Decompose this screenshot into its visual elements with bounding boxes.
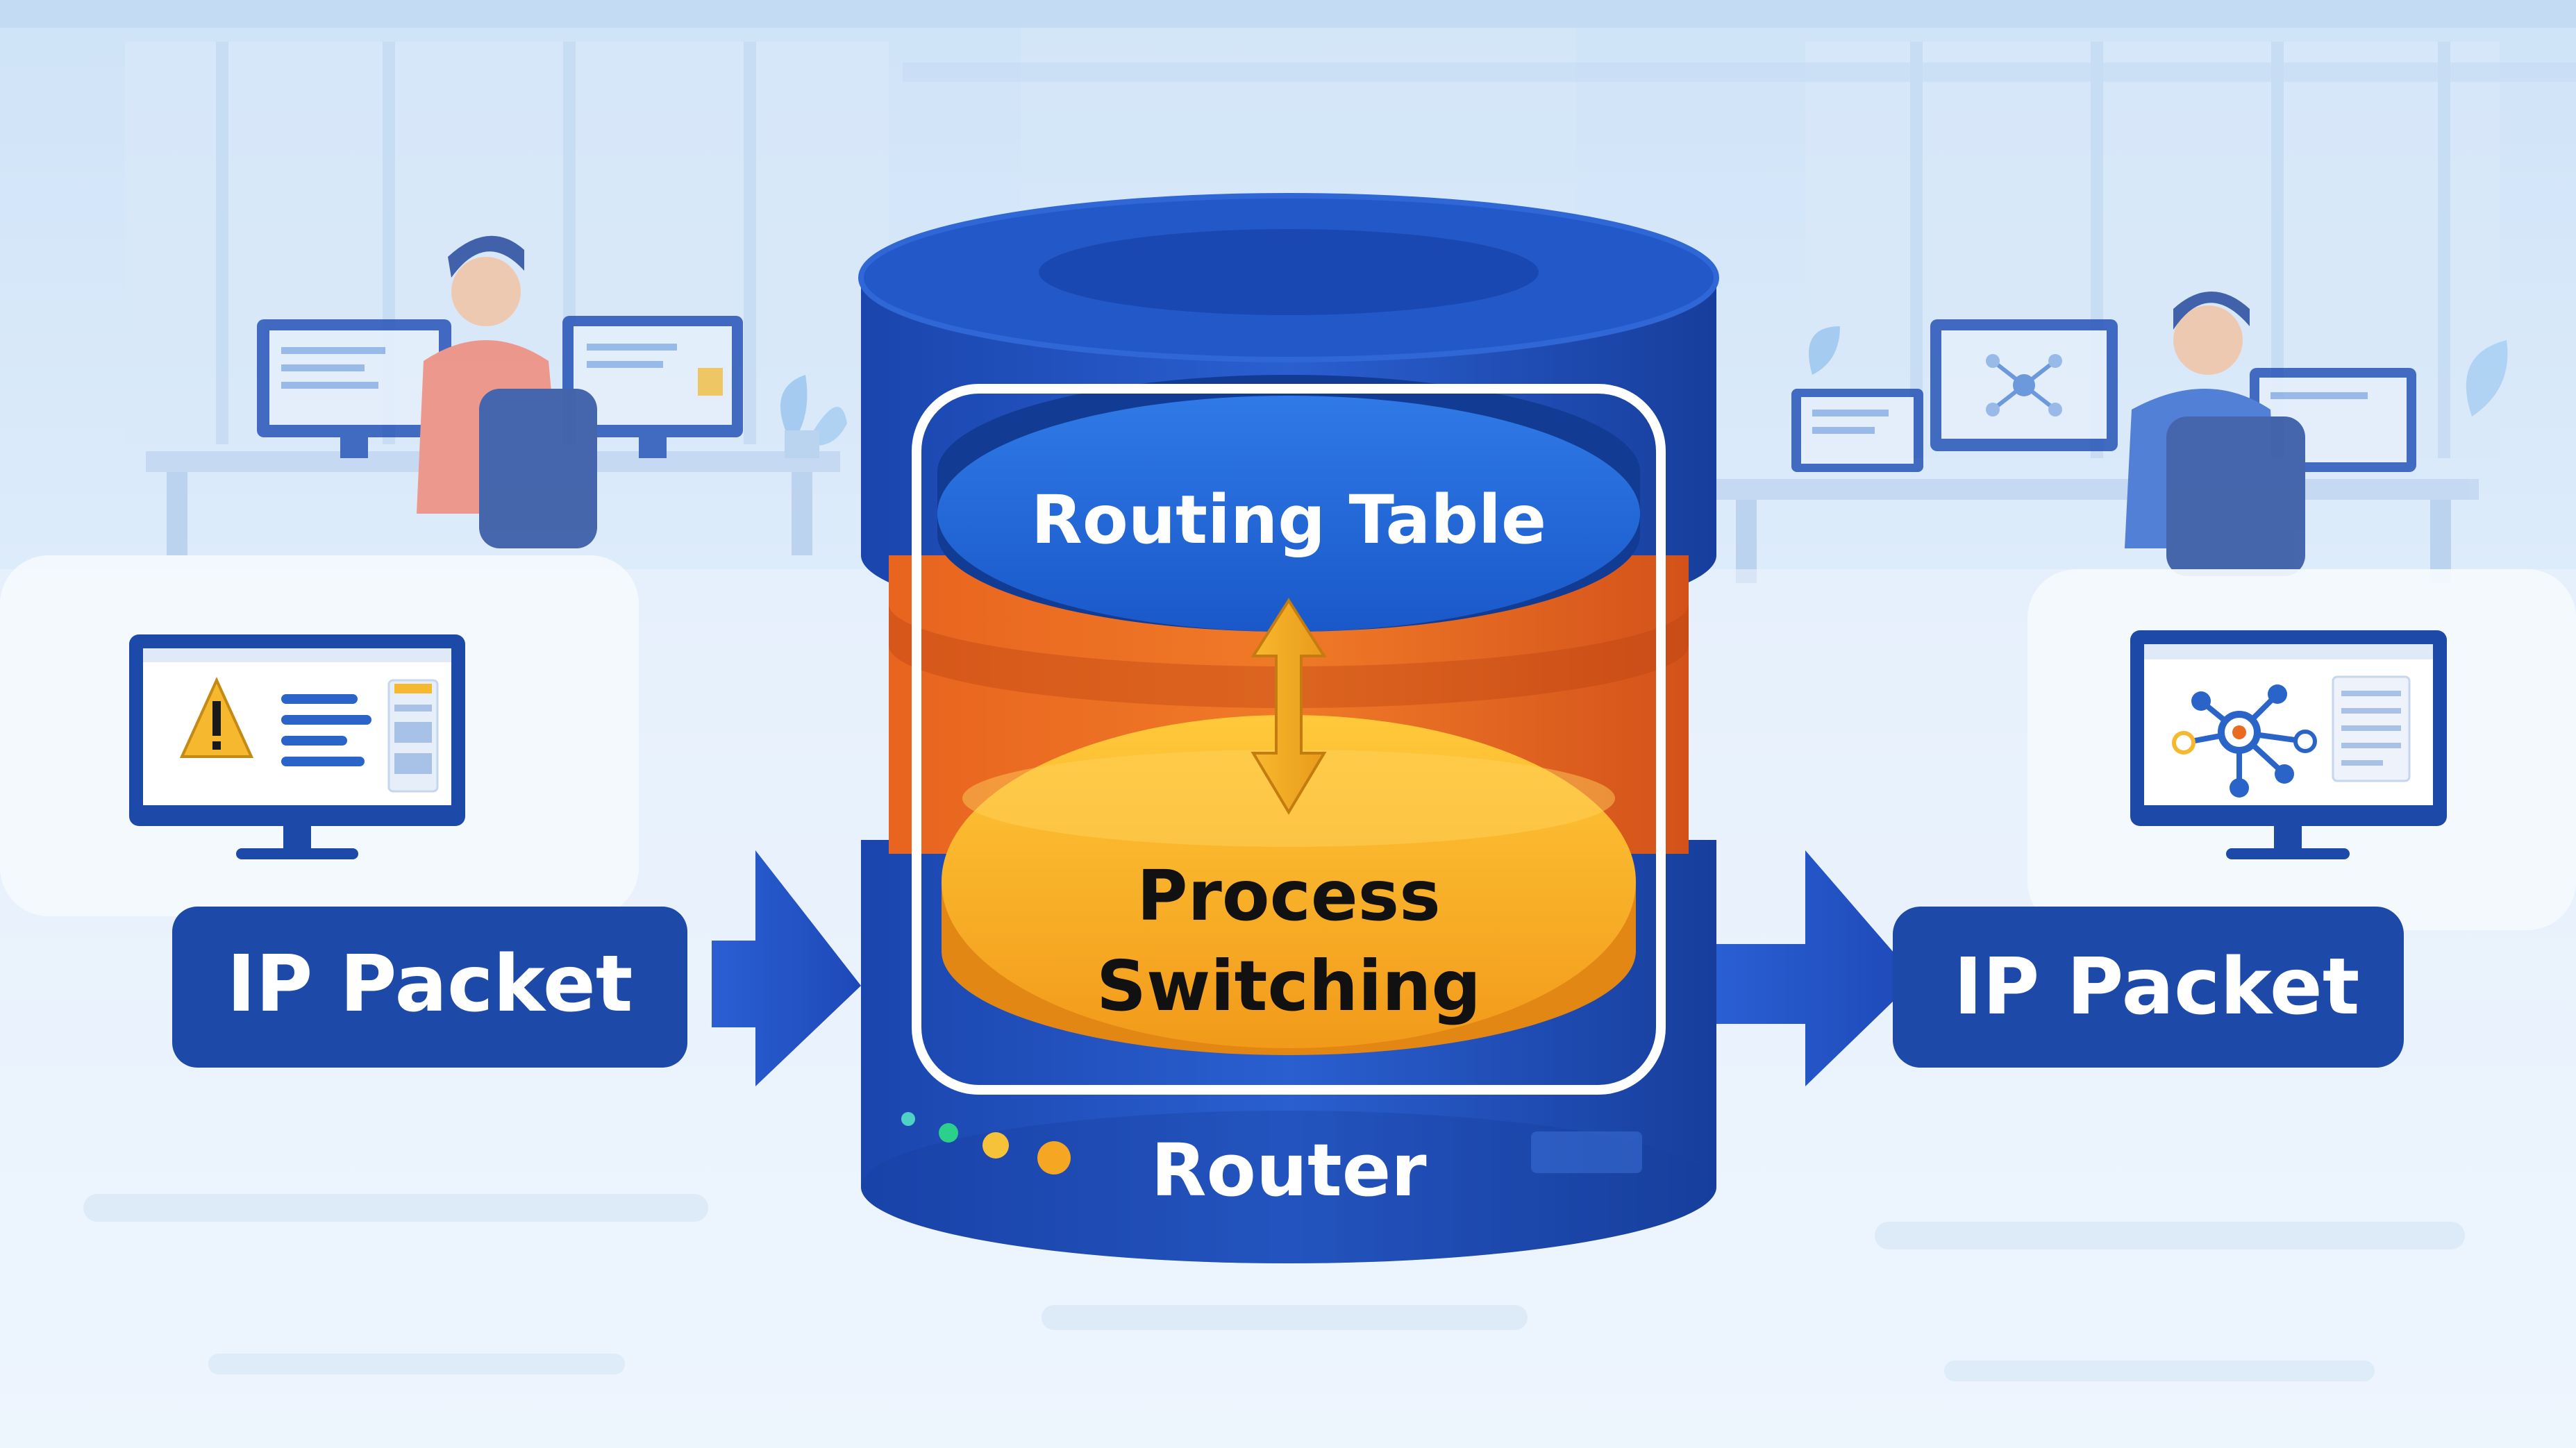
process-switching-disk	[942, 715, 1636, 1048]
incoming-arrow	[712, 850, 861, 1086]
outgoing-packet-box	[1893, 907, 2404, 1068]
incoming-packet-label: IP Packet	[227, 939, 633, 1029]
status-led	[982, 1132, 1009, 1159]
inner-window-frame	[912, 384, 1666, 1095]
router-label: Router	[1151, 1128, 1426, 1213]
status-led	[939, 1123, 958, 1143]
incoming-packet: IP Packet	[172, 907, 687, 1068]
router-cylinder	[858, 193, 1719, 1263]
process-switching-label-line2: Switching	[1096, 945, 1481, 1027]
status-led	[1037, 1141, 1071, 1175]
left-monitor-card	[0, 555, 639, 916]
status-led	[901, 1112, 915, 1126]
router-vent	[1531, 1131, 1642, 1173]
warning-document-monitor-icon	[129, 634, 465, 859]
outgoing-packet: IP Packet	[1893, 907, 2404, 1068]
routing-table-label: Routing Table	[1031, 481, 1546, 559]
right-monitor-card	[2027, 569, 2576, 930]
process-switching-label-line1: Process	[1137, 855, 1440, 936]
double-headed-vertical-arrow-icon	[1251, 598, 1327, 815]
incoming-packet-box	[172, 907, 687, 1068]
outgoing-packet-label: IP Packet	[1954, 942, 2360, 1032]
routing-table-disk	[937, 396, 1640, 632]
outgoing-arrow	[1715, 850, 1916, 1086]
network-node-monitor-icon	[2130, 630, 2447, 859]
